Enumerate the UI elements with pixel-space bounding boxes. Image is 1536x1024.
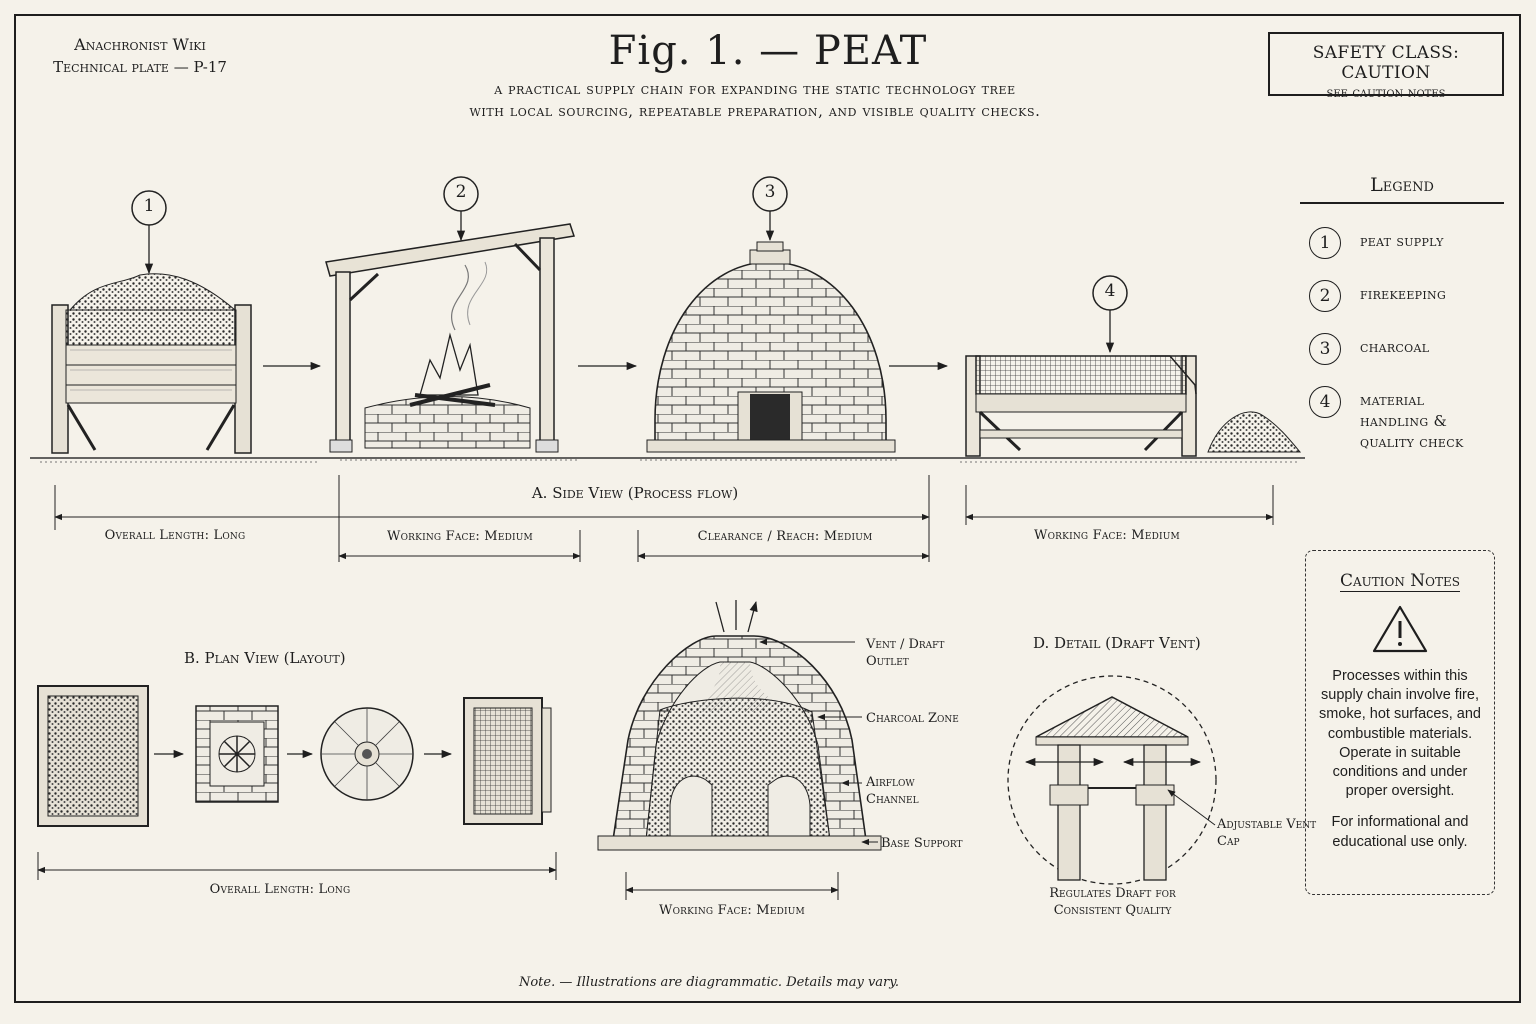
caution-notes-panel: Caution Notes Processes within this supp…	[1305, 550, 1495, 895]
section-working-face: Working Face: Medium	[659, 903, 805, 918]
sorting-table-illustration	[965, 355, 1302, 457]
callout-adjustable-vent-cap: Adjustable Vent Cap	[1217, 817, 1317, 849]
station-number-3: 3	[764, 182, 776, 202]
legend-number: 4	[1309, 386, 1341, 418]
legend-label: charcoal	[1360, 338, 1430, 356]
legend-item-peat-supply: 1 peat supply	[1309, 227, 1444, 259]
dim-working-face-2: Working Face: Medium	[1034, 528, 1180, 543]
side-view-label: A. Side View (Process flow)	[531, 484, 739, 502]
warning-triangle-icon	[1372, 605, 1428, 653]
plate-number: Technical plate — P-17	[53, 58, 227, 76]
legend-label: firekeeping	[1360, 285, 1447, 303]
subtitle-line-1: a practical supply chain for expanding t…	[494, 80, 1016, 98]
legend-number: 2	[1309, 280, 1341, 312]
dim-clearance: Clearance / Reach: Medium	[697, 529, 873, 544]
legend-item-firekeeping: 2 firekeeping	[1309, 280, 1446, 312]
kiln-section-illustration	[597, 600, 882, 851]
caution-heading: Caution Notes	[1340, 571, 1460, 591]
detail-caption: Regulates Draft for Consistent Quality	[1049, 886, 1176, 918]
legend-item-charcoal: 3 charcoal	[1309, 333, 1429, 365]
legend-heading: Legend	[1300, 174, 1504, 204]
plate-border	[14, 14, 1521, 1003]
plan-view-illustration	[37, 685, 552, 827]
legend: Legend	[1300, 174, 1504, 204]
detail-view-label: D. Detail (Draft Vent)	[1033, 634, 1201, 652]
fire-shelter-illustration	[325, 223, 575, 453]
legend-label: peat supply	[1360, 232, 1444, 250]
callout-vent-outlet: Vent / Draft Outlet	[866, 637, 945, 669]
station-number-1: 1	[143, 196, 155, 216]
plan-view-label: B. Plan View (Layout)	[184, 649, 346, 667]
callout-base-support: Base Support	[881, 836, 963, 851]
header-wiki-block: Anachronist Wiki Technical plate — P-17	[40, 34, 240, 78]
station-number-2: 2	[455, 182, 467, 202]
wiki-name: Anachronist Wiki	[74, 35, 206, 54]
page-title: Fig. 1. — PEAT	[608, 28, 928, 74]
draft-vent-detail-illustration	[1007, 675, 1217, 885]
charcoal-kiln-illustration	[646, 241, 896, 453]
station-number-4: 4	[1104, 281, 1116, 301]
peat-bin-illustration	[51, 273, 252, 454]
safety-class-box: SAFETY CLASS: CAUTION see caution notes	[1268, 32, 1504, 101]
callout-charcoal-zone: Charcoal Zone	[866, 711, 959, 726]
legend-number: 3	[1309, 333, 1341, 365]
legend-number: 1	[1309, 227, 1341, 259]
safety-class: SAFETY CLASS: CAUTION	[1312, 43, 1460, 83]
dim-overall-length: Overall Length: Long	[104, 528, 246, 543]
dim-working-face: Working Face: Medium	[387, 529, 533, 544]
plan-overall-length: Overall Length: Long	[209, 882, 351, 897]
legend-label: material handling & quality check	[1360, 391, 1464, 451]
footer-note: Note. — Illustrations are diagrammatic. …	[518, 975, 900, 990]
legend-item-material-handling: 4 material handling & quality check	[1309, 386, 1499, 453]
safety-note: see caution notes	[1326, 85, 1446, 101]
subtitle-line-2: with local sourcing, repeatable preparat…	[469, 102, 1041, 120]
caution-footer: For informational and educational use on…	[1331, 814, 1469, 850]
page-subtitle: a practical supply chain for expanding t…	[0, 78, 1510, 122]
caution-body: Processes within this supply chain invol…	[1319, 668, 1481, 800]
callout-airflow-channel: Airflow Channel	[866, 775, 919, 807]
